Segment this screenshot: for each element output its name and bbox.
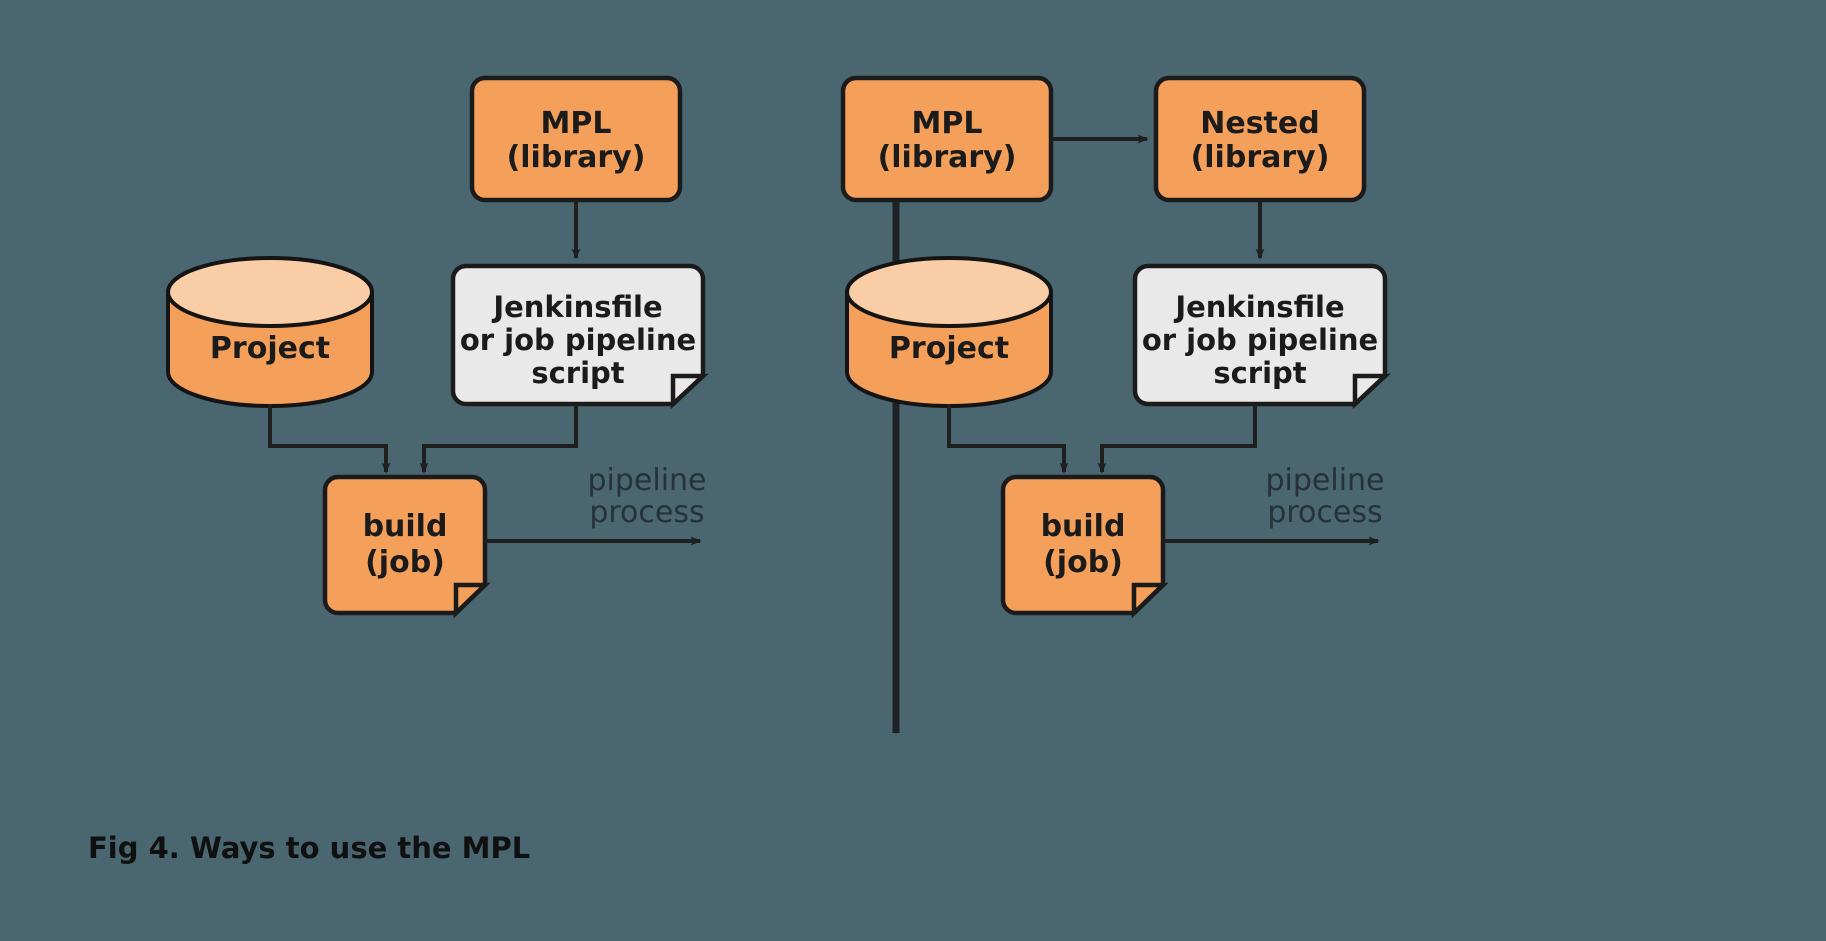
node-script-right-line1: Jenkinsfile [1173, 290, 1344, 324]
node-script-right-line2: or job pipeline [1142, 323, 1378, 357]
process-label-right-line1: pipeline [1265, 463, 1384, 498]
node-script-left-line3: script [531, 356, 624, 390]
node-nested-right-line2: (library) [1191, 140, 1330, 175]
edge-project-to-build-left [268, 404, 391, 474]
node-mpl-right-line1: MPL [912, 106, 983, 141]
panel-right: MPL (library) Nested (library) Project J… [840, 75, 1391, 619]
node-project-right-label: Project [889, 331, 1009, 366]
process-label-right-line2: process [1267, 495, 1382, 530]
edge-project-to-build-right [947, 404, 1069, 474]
node-build-left-line2: (job) [365, 545, 445, 580]
node-build-left[interactable]: build (job) [322, 474, 491, 619]
process-label-left-line2: process [589, 495, 704, 530]
node-project-left-label: Project [210, 331, 330, 366]
node-project-right[interactable]: Project [845, 256, 1053, 408]
node-mpl-left-line2: (library) [507, 140, 646, 175]
process-label-left-line1: pipeline [587, 463, 706, 498]
node-script-left[interactable]: Jenkinsfile or job pipeline script [450, 263, 709, 410]
node-mpl-left-line1: MPL [541, 106, 612, 141]
node-build-left-line1: build [363, 509, 448, 544]
edge-script-to-build-right [1097, 404, 1257, 474]
node-project-left[interactable]: Project [166, 256, 374, 408]
node-mpl-library-right[interactable]: MPL (library) [840, 75, 1054, 203]
node-build-right-line1: build [1041, 509, 1126, 544]
node-nested-right-line1: Nested [1200, 106, 1319, 141]
panel-left: MPL (library) Project Jenkinsfile or job… [166, 75, 709, 619]
node-script-left-line2: or job pipeline [460, 323, 696, 357]
node-build-right[interactable]: build (job) [1000, 474, 1169, 619]
node-nested-library-right[interactable]: Nested (library) [1153, 75, 1367, 203]
figure-caption: Fig 4. Ways to use the MPL [88, 831, 530, 865]
node-build-right-line2: (job) [1043, 545, 1123, 580]
node-mpl-right-line2: (library) [878, 140, 1017, 175]
edge-script-to-build-left [419, 404, 578, 474]
node-mpl-library-left[interactable]: MPL (library) [469, 75, 683, 203]
node-script-left-line1: Jenkinsfile [491, 290, 662, 324]
node-script-right[interactable]: Jenkinsfile or job pipeline script [1132, 263, 1391, 410]
node-script-right-line3: script [1213, 356, 1306, 390]
